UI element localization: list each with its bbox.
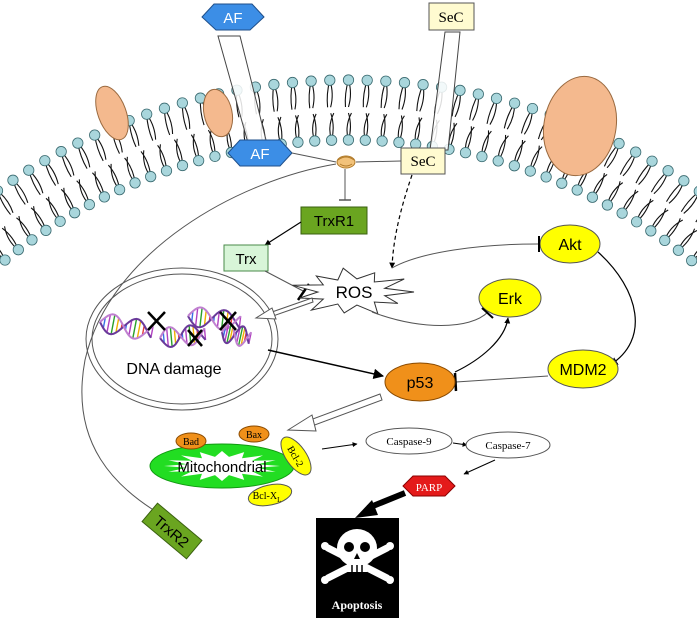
- p53-label: p53: [407, 375, 434, 392]
- caspase9-label: Caspase-9: [386, 436, 432, 448]
- mito-to-caspase9-arrow: [321, 442, 358, 450]
- trxr1-node: [300, 206, 368, 235]
- akt-label: Akt: [558, 237, 582, 254]
- ros-inhibit-erk-line: [371, 311, 489, 326]
- erk-label: Erk: [498, 291, 523, 308]
- caspase9-node: [365, 427, 453, 455]
- dna-damage-label: DNA damage: [126, 361, 221, 378]
- membrane-protein-middle: [202, 88, 234, 138]
- sec-to-complex-line: [355, 160, 402, 163]
- nucleus-inner: [91, 273, 273, 405]
- sec-top-label: SeC: [438, 10, 463, 26]
- ros-inhibit-akt-line: [391, 243, 539, 269]
- bcl2-node: [280, 436, 312, 476]
- sec-node-top: [428, 2, 475, 31]
- caspase9-to-caspase7-arrow: [452, 441, 468, 447]
- p53-erk-arrow: [454, 317, 511, 373]
- bclx-label: Bcl-X: [253, 491, 278, 502]
- af-to-complex-line: [291, 152, 337, 163]
- bad-node: [175, 432, 207, 450]
- bax-node: [238, 425, 270, 443]
- p53-to-mito-hollow-arrow: [286, 393, 383, 432]
- complex-to-trxr2-curve: [81, 163, 337, 526]
- membrane-protein-right: [542, 75, 618, 177]
- caspase7-label: Caspase-7: [485, 440, 531, 452]
- parp-label: PARP: [416, 482, 443, 494]
- caspase7-to-parp-arrow: [463, 459, 496, 475]
- handshake-icon: [336, 155, 356, 169]
- skull-crossbones-icon: [321, 529, 394, 584]
- ros-to-dna-hollow-arrow: [254, 297, 314, 320]
- mdm2-label: MDM2: [559, 362, 606, 379]
- dna-to-p53-arrow: [267, 349, 385, 380]
- trx-inhibit-ros-line: [264, 270, 306, 293]
- mdm2-inhibit-p53-line: [455, 375, 549, 383]
- trxr1-to-trx-arrow: [264, 221, 302, 246]
- dna-break-marks-icon: [147, 311, 237, 347]
- sec-channel: [429, 31, 461, 151]
- membrane-protein-left: [95, 85, 129, 141]
- sec-to-ros-dashed-arrow: [389, 174, 413, 269]
- af-top-label: AF: [223, 10, 242, 27]
- bclx-subscript: L: [277, 496, 281, 504]
- p53-node: [384, 362, 456, 402]
- af-membrane-label: AF: [250, 146, 269, 163]
- sec-membrane-label: SeC: [410, 154, 435, 170]
- akt-to-mdm2-arrow: [597, 251, 636, 366]
- af-node-top: [201, 3, 265, 31]
- bax-label: Bax: [246, 430, 262, 441]
- nucleus-outer: [85, 267, 279, 411]
- af-node-membrane: [227, 139, 293, 167]
- ros-burst: [292, 267, 415, 315]
- erk-node: [478, 278, 542, 318]
- bclx-node: [247, 483, 293, 507]
- sec-node-membrane: [400, 147, 446, 175]
- mitochondria-burst: [164, 451, 280, 481]
- mdm2-node: [547, 349, 619, 389]
- trxr1-label: TrxR1: [314, 213, 354, 230]
- bclx-label-group: Bcl-XL: [253, 491, 282, 504]
- trxr2-node: [141, 502, 203, 560]
- apoptosis-label: Apoptosis: [332, 598, 383, 612]
- parp-to-apoptosis-arrowhead: [355, 500, 378, 518]
- caspase7-node: [465, 431, 551, 459]
- trx-node: [223, 244, 269, 272]
- trx-label: Trx: [235, 251, 257, 268]
- ros-inhibit-erk-bar: [481, 307, 494, 319]
- ros-label: ROS: [336, 283, 373, 302]
- trxr2-node-group: TrxR2: [141, 502, 203, 560]
- parp-node: [402, 475, 456, 497]
- dna-helix-icon: [99, 306, 252, 349]
- bad-label: Bad: [183, 437, 199, 448]
- mitochondrial-label: Mitochondrial: [177, 459, 266, 476]
